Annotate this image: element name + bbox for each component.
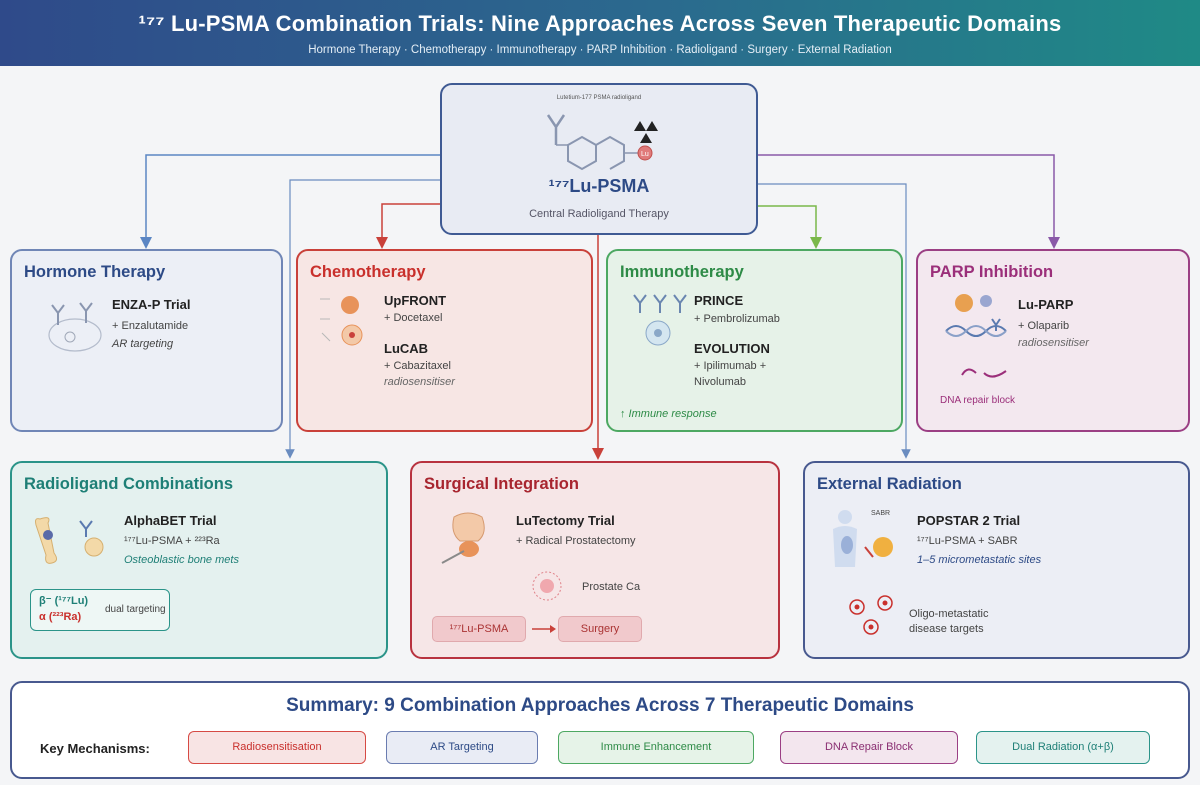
flow-lu-psma-box: ¹⁷⁷Lu-PSMA xyxy=(432,616,526,642)
surgical-agent: + Radical Prostatectomy xyxy=(516,535,636,547)
molecule-label: Lutetium-177 PSMA radioligand xyxy=(556,95,642,101)
target-icons xyxy=(849,595,893,635)
external-radiation-title: External Radiation xyxy=(817,475,962,493)
arrow-to-hormone xyxy=(140,154,440,249)
immune-cell-icon xyxy=(633,294,687,346)
immuno-agent2a: + Ipilimumab + xyxy=(694,360,767,372)
external-trial-name: POPSTAR 2 Trial xyxy=(917,513,1021,528)
parp-inhibition-title: PARP Inhibition xyxy=(930,263,1054,281)
radioligand-trial-name: AlphaBET Trial xyxy=(124,513,217,528)
arrow-to-immuno xyxy=(758,205,822,249)
sabr-tag: SABR xyxy=(871,510,891,517)
pill-dual-radiation: Dual Radiation (α+β) xyxy=(976,731,1150,764)
immuno-trial1-name: PRINCE xyxy=(694,293,744,308)
immunotherapy-title: Immunotherapy xyxy=(620,263,744,281)
targets-line1: Oligo-metastatic xyxy=(909,608,989,620)
radionuclide-tag: Lu xyxy=(641,151,649,158)
central-therapy-subtitle: Central Radioligand Therapy xyxy=(529,208,669,220)
arrow-to-chemo xyxy=(376,203,440,249)
parp-caption: DNA repair block xyxy=(940,395,1016,406)
targets-line2: disease targets xyxy=(909,623,984,635)
external-note: 1–5 micrometastatic sites xyxy=(917,554,1042,566)
page-title: ¹⁷⁷ Lu-PSMA Combination Trials: Nine App… xyxy=(138,11,1062,36)
chemo-trial1-name: UpFRONT xyxy=(384,293,447,308)
central-therapy-card: Lutetium-177 PSMA radioligand Lu ¹⁷⁷Lu-P… xyxy=(440,83,758,235)
surgical-trial-name: LuTectomy Trial xyxy=(516,513,615,528)
key-mechanisms-label: Key Mechanisms: xyxy=(40,741,150,756)
arrow-to-parp xyxy=(758,154,1060,249)
chemotherapy-title: Chemotherapy xyxy=(310,263,426,281)
prostate-cancer-label: Prostate Ca xyxy=(582,581,641,593)
parp-trial-name: Lu-PARP xyxy=(1018,297,1074,312)
hormone-trial-name: ENZA-P Trial xyxy=(112,297,191,312)
hormone-therapy-title: Hormone Therapy xyxy=(24,263,166,281)
dual-targeting-label: dual targeting xyxy=(105,604,166,615)
bone-icon xyxy=(35,517,104,564)
flow-arrow-icon xyxy=(532,625,556,633)
external-radiation-card: External Radiation SABR POPSTAR 2 Trial … xyxy=(803,461,1190,659)
receptor-icon xyxy=(48,302,102,352)
parp-inhibition-card: PARP Inhibition Lu-PARP + Olaparib radio… xyxy=(916,249,1190,432)
immuno-trial2-name: EVOLUTION xyxy=(694,341,770,356)
header-banner: ¹⁷⁷ Lu-PSMA Combination Trials: Nine App… xyxy=(0,0,1200,66)
chemotherapy-card: Chemotherapy UpFRONT + Docetaxel LuCAB +… xyxy=(296,249,593,432)
hormone-agent: + Enzalutamide xyxy=(112,320,189,332)
parp-note: radiosensitiser xyxy=(1018,337,1089,349)
pill-ar-targeting: AR Targeting xyxy=(386,731,538,764)
chemo-note: radiosensitiser xyxy=(384,376,455,388)
surgical-integration-card: Surgical Integration LuTectomy Trial + R… xyxy=(410,461,780,659)
immuno-agent1: + Pembrolizumab xyxy=(694,313,780,325)
dna-break-icon xyxy=(961,368,1007,378)
page-subtitle: Hormone Therapy · Chemotherapy · Immunot… xyxy=(308,44,892,56)
dual-targeting-box: β⁻ (¹⁷⁷Lu) α (²²³Ra) dual targeting xyxy=(30,589,170,631)
chemo-trial2-name: LuCAB xyxy=(384,341,429,356)
molecule-icon: Lu xyxy=(546,114,658,171)
radioligand-combinations-card: Radioligand Combinations AlphaBET Trial … xyxy=(10,461,388,659)
surgical-title: Surgical Integration xyxy=(424,475,579,493)
radioligand-agent: ¹⁷⁷Lu-PSMA + ²²³Ra xyxy=(124,535,220,547)
pill-immune-enhancement: Immune Enhancement xyxy=(558,731,754,764)
body-icon xyxy=(833,510,893,567)
summary-title: Summary: 9 Combination Approaches Across… xyxy=(286,695,914,716)
alpha-label: α (²²³Ra) xyxy=(39,611,82,623)
cancer-cell-icon xyxy=(532,571,562,601)
immunotherapy-card: Immunotherapy PRINCE + Pembrolizumab EVO… xyxy=(606,249,903,432)
chemo-agent1: + Docetaxel xyxy=(384,312,443,324)
chemo-agent2: + Cabazitaxel xyxy=(384,360,451,372)
immuno-note: ↑ Immune response xyxy=(620,408,717,420)
summary-panel: Summary: 9 Combination Approaches Across… xyxy=(10,681,1190,779)
external-agent: ¹⁷⁷Lu-PSMA + SABR xyxy=(917,535,1018,547)
hormone-note: AR targeting xyxy=(112,338,174,350)
dna-icon xyxy=(945,294,1007,337)
beta-label: β⁻ (¹⁷⁷Lu) xyxy=(39,595,89,607)
cell-icon xyxy=(320,296,363,346)
flow-surgery-box: Surgery xyxy=(558,616,642,642)
parp-agent: + Olaparib xyxy=(1018,320,1070,332)
immuno-agent2b: Nivolumab xyxy=(694,376,746,388)
pill-dna-repair-block: DNA Repair Block xyxy=(780,731,958,764)
radioligand-note: Osteoblastic bone mets xyxy=(124,554,239,566)
hormone-therapy-card: Hormone Therapy ENZA-P Trial + Enzalutam… xyxy=(10,249,283,432)
central-therapy-title: ¹⁷⁷Lu-PSMA xyxy=(548,176,650,196)
radioligand-title: Radioligand Combinations xyxy=(24,475,233,493)
pill-radiosensitisation: Radiosensitisation xyxy=(188,731,366,764)
prostate-icon xyxy=(441,512,485,564)
